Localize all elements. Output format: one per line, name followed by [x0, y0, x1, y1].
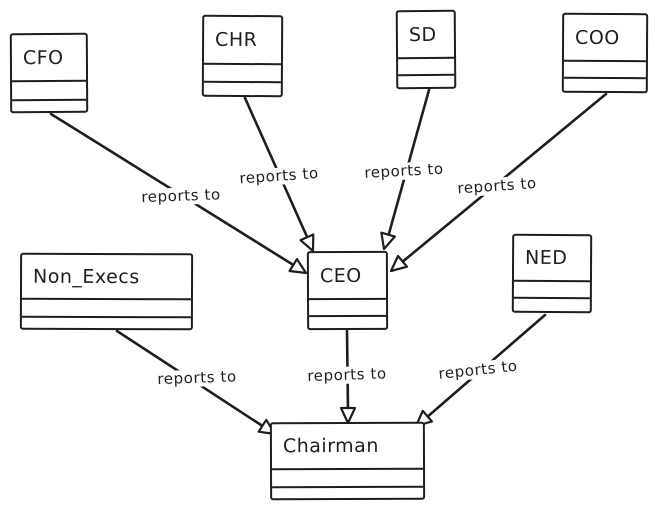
class-compartment: [513, 296, 590, 312]
class-box-chr: CHR: [201, 14, 284, 98]
class-title-chairman: Chairman: [282, 434, 379, 458]
class-box-sd: SD: [395, 9, 457, 90]
arrowhead-sd-ceo: [380, 231, 396, 251]
edge-label-ceo-chairman: reports to: [304, 364, 390, 385]
class-compartment: [272, 485, 424, 499]
arrowhead-cfo-ceo: [288, 258, 308, 275]
class-title-coo: COO: [575, 26, 620, 49]
class-compartment: [513, 279, 590, 298]
class-compartment: [309, 314, 387, 329]
class-compartment: [21, 315, 191, 329]
class-box-coo: COO: [561, 12, 649, 94]
class-box-ceo: CEO: [306, 250, 389, 331]
class-compartment: [309, 297, 387, 316]
arrowhead-coo-ceo: [389, 254, 409, 273]
edge-label-nonexecs-chairman: reports to: [154, 367, 240, 388]
class-compartment: [272, 467, 424, 487]
class-title-cfo: CFO: [22, 46, 64, 69]
class-compartment: [203, 80, 281, 96]
class-title-ceo: CEO: [319, 264, 362, 287]
class-compartment: [12, 79, 87, 100]
edge-label-cfo-ceo: reports to: [138, 185, 224, 206]
class-box-non-execs: Non_Execs: [19, 252, 194, 331]
class-compartment: [21, 297, 191, 317]
arrowhead-chr-ceo: [299, 233, 315, 253]
class-compartment: [203, 62, 281, 82]
class-compartment: [398, 73, 455, 88]
class-box-ned: NED: [511, 233, 593, 314]
class-compartment: [12, 98, 87, 112]
class-compartment: [563, 59, 646, 78]
arrowhead-ceo-chairman: [339, 406, 357, 425]
class-compartment: [398, 56, 455, 75]
class-title-ned: NED: [525, 246, 568, 270]
class-box-chairman: Chairman: [269, 421, 426, 501]
class-compartment: [563, 76, 646, 92]
class-title-non-execs: Non_Execs: [33, 265, 140, 288]
class-box-cfo: CFO: [9, 32, 89, 114]
class-title-sd: SD: [408, 23, 437, 46]
class-title-chr: CHR: [215, 28, 258, 52]
